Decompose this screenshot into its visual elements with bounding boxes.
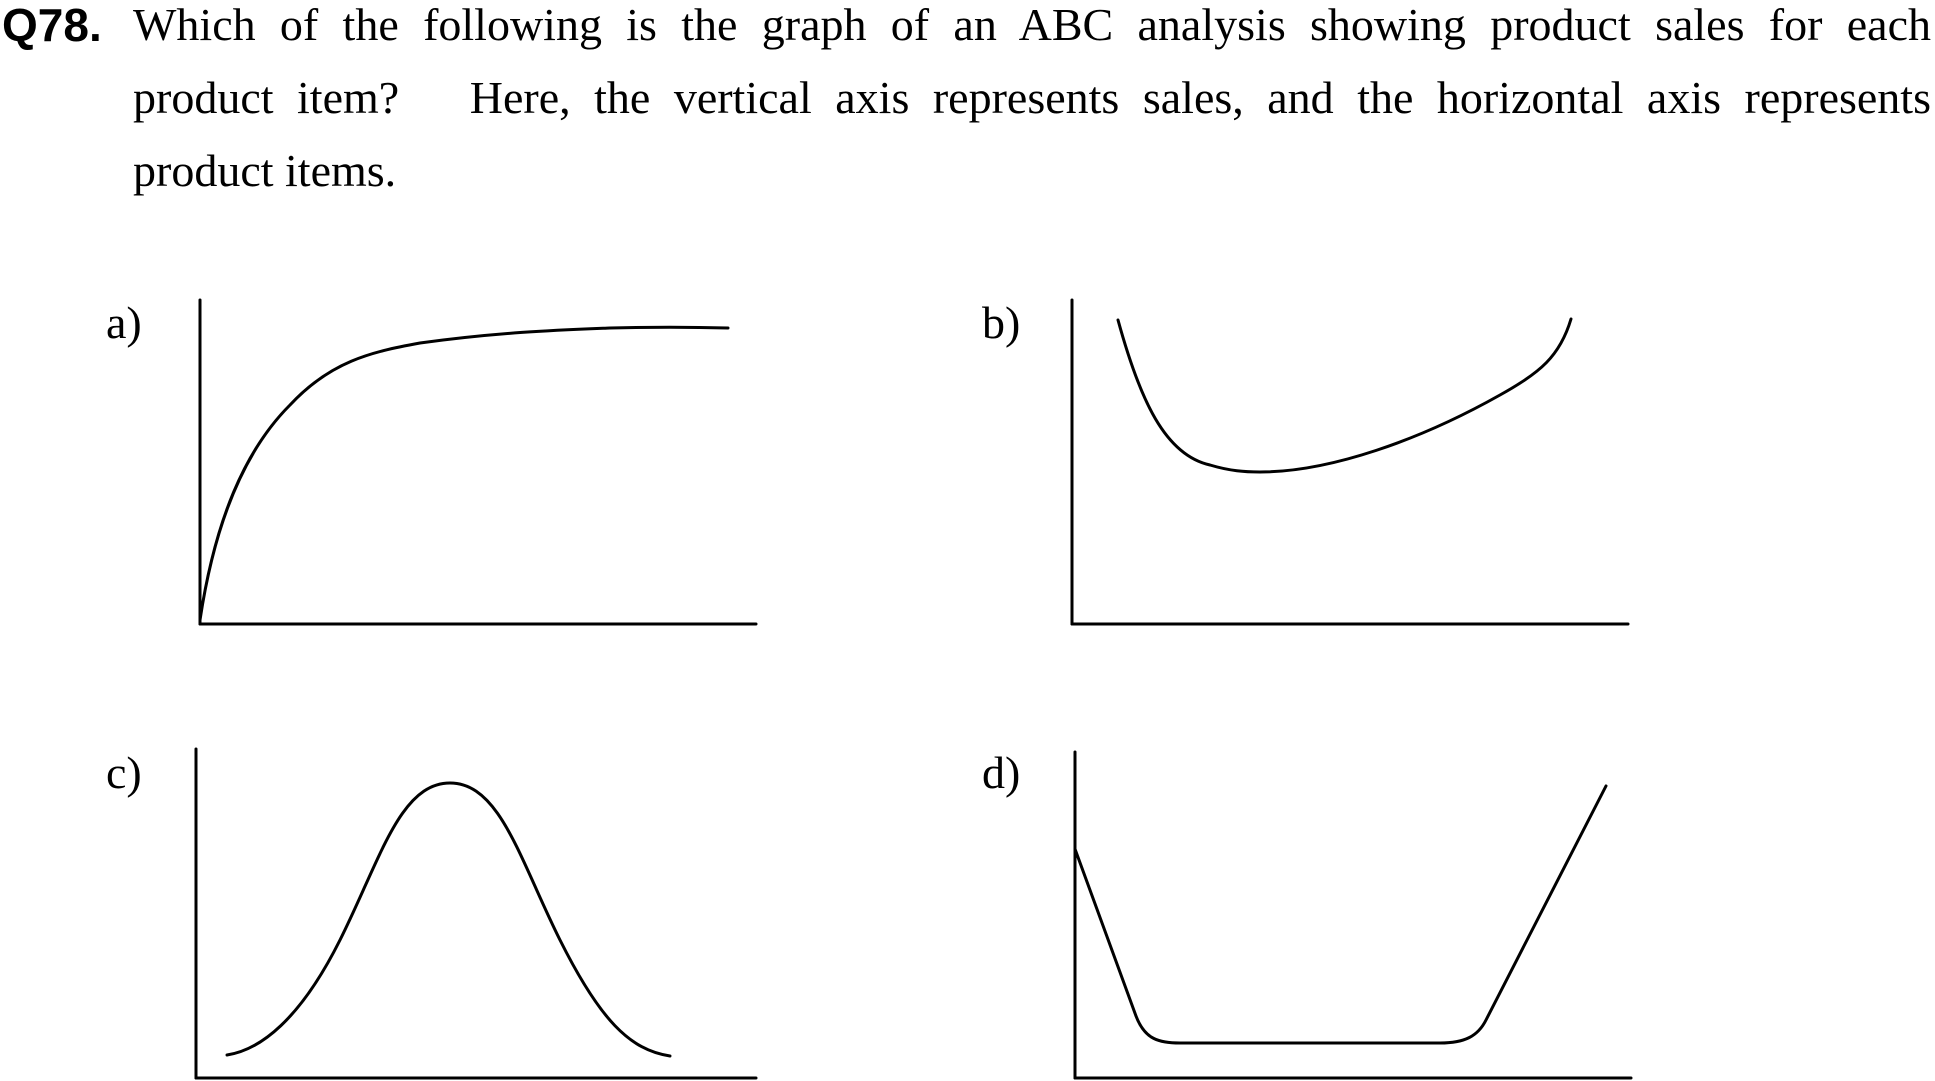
question-text-line-2: product item? Here, the vertical axis re… (133, 72, 1931, 123)
question-text-line-3: product items. (133, 145, 397, 196)
question-number: Q78. (2, 0, 102, 51)
option-a-graph (198, 298, 758, 626)
question-text-line-1: Which of the following is the graph of a… (133, 0, 1931, 50)
option-b-curve (1116, 317, 1573, 474)
option-c-curve (225, 781, 672, 1058)
option-a-label: a) (106, 297, 142, 348)
option-d-graph (1073, 750, 1633, 1080)
option-b-label: b) (982, 297, 1021, 348)
option-a-curve (198, 325, 730, 622)
option-b-graph (1070, 298, 1630, 626)
option-c-graph (194, 747, 758, 1080)
option-d-label: d) (982, 747, 1021, 798)
option-d-curve (1073, 784, 1608, 1045)
option-c-label: c) (106, 747, 142, 798)
